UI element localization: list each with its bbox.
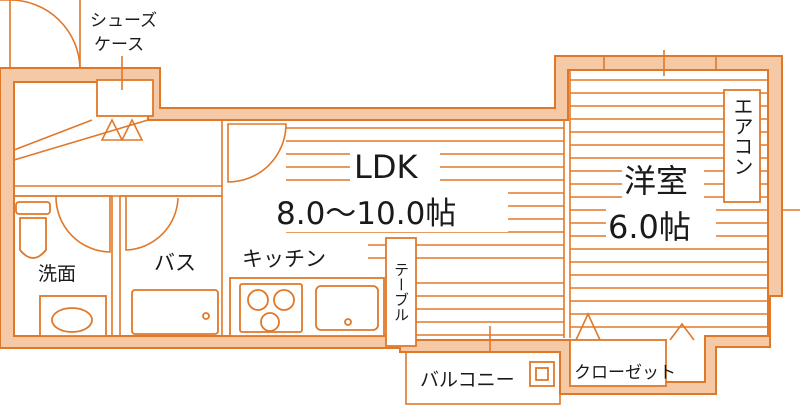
ldk-name: LDK — [354, 148, 418, 186]
ldk-label-bg — [350, 146, 440, 184]
bath-label-bg — [150, 248, 216, 276]
bath-drain — [202, 312, 210, 320]
shoe-case-hinge-right — [120, 118, 144, 141]
western-size: 6.0帖 — [608, 208, 691, 246]
window-top — [603, 50, 717, 76]
shoe-case-label-2: ケース — [94, 35, 144, 55]
western-size-bg — [606, 204, 716, 244]
aircon-box — [723, 89, 761, 203]
kitchen-sink — [315, 285, 379, 331]
sink-drain — [344, 318, 352, 326]
burner-3 — [260, 312, 280, 332]
washroom-label: 洗面 — [38, 263, 76, 285]
table-box — [385, 237, 417, 347]
wash-basin — [51, 307, 93, 333]
balcony — [405, 351, 561, 405]
ldk-size: 8.0～10.0帖 — [276, 196, 456, 232]
toilet-bowl — [19, 217, 47, 259]
balcony-label: バルコニー — [420, 369, 515, 391]
closet — [569, 339, 667, 387]
bath-door-swing — [125, 196, 179, 251]
table-label: テーブル — [392, 262, 410, 322]
ldk-door-swing — [227, 123, 287, 183]
entrance-door-swing — [9, 0, 81, 69]
closet-door-right — [669, 322, 695, 341]
closet-label: クローゼット — [574, 363, 676, 383]
western-name: 洋室 — [624, 162, 688, 200]
washroom-door-swing — [55, 195, 111, 253]
ldk-size-bg — [272, 192, 508, 232]
shoe-case — [96, 79, 154, 117]
corridor-lines — [13, 119, 223, 197]
toilet-tank — [15, 201, 51, 215]
entrance-outline — [0, 0, 81, 68]
western-name-bg — [622, 160, 704, 198]
burner-1 — [247, 289, 269, 311]
bath-label: バス — [154, 251, 196, 275]
balcony-drain-inner — [535, 367, 549, 381]
kitchen-label-bg — [238, 244, 368, 272]
shoe-case-label-1: シューズ — [90, 11, 157, 31]
kitchen-label: キッチン — [242, 247, 326, 271]
closet-door-left — [575, 312, 601, 341]
burner-2 — [273, 289, 295, 311]
aircon-label: エアコン — [730, 96, 754, 176]
bathtub — [131, 289, 219, 335]
bath-room — [119, 195, 223, 337]
